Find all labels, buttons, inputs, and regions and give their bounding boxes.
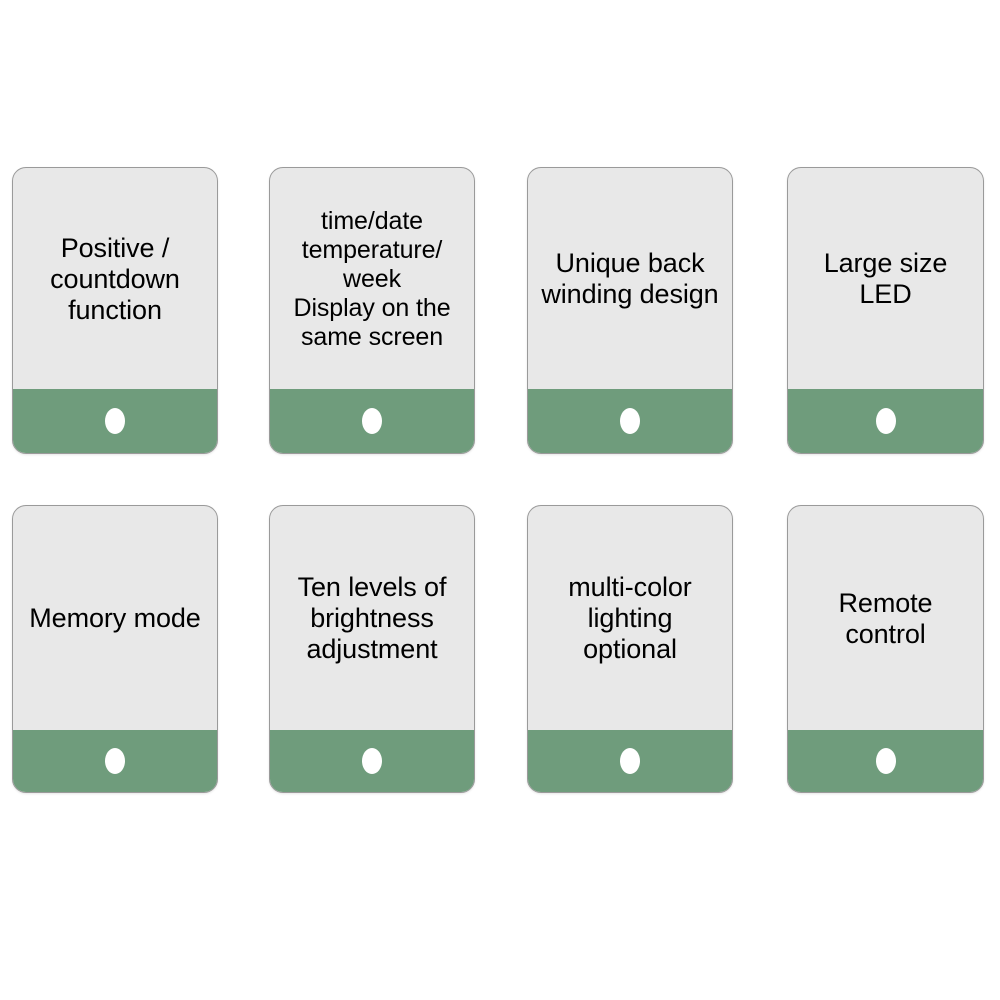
- feature-card-remote-control[interactable]: Remote control: [787, 505, 984, 793]
- card-base-band: [788, 389, 983, 453]
- card-label: Memory mode: [29, 603, 201, 633]
- card-label: Remote control: [838, 587, 933, 649]
- feature-card-ten-levels-of-brightness-adjustment[interactable]: Ten levels of brightness adjustment: [269, 505, 475, 793]
- camera-dot-icon: [620, 408, 640, 434]
- card-label: time/date temperature/ week Display on t…: [293, 206, 451, 351]
- card-base-band: [13, 730, 217, 792]
- feature-card-unique-back-winding-design[interactable]: Unique back winding design: [527, 167, 733, 454]
- card-screen: Positive / countdown function: [13, 168, 217, 390]
- card-base-band: [788, 730, 983, 792]
- card-label: Ten levels of brightness adjustment: [297, 572, 447, 664]
- card-label: Positive / countdown function: [50, 232, 180, 325]
- camera-dot-icon: [620, 748, 640, 774]
- card-screen: Unique back winding design: [528, 168, 732, 390]
- card-screen: Large size LED: [788, 168, 983, 390]
- card-base-band: [528, 389, 732, 453]
- camera-dot-icon: [362, 748, 382, 774]
- card-screen: multi-color lighting optional: [528, 506, 732, 731]
- camera-dot-icon: [362, 408, 382, 434]
- camera-dot-icon: [875, 408, 896, 434]
- card-label: multi-color lighting optional: [568, 572, 692, 664]
- card-label: Large size LED: [823, 248, 948, 309]
- card-screen: time/date temperature/ week Display on t…: [270, 168, 474, 390]
- feature-card-memory-mode[interactable]: Memory mode: [12, 505, 218, 793]
- card-base-band: [270, 389, 474, 453]
- card-base-band: [13, 389, 217, 453]
- card-label: Unique back winding design: [541, 248, 719, 309]
- camera-dot-icon: [105, 748, 125, 774]
- feature-card-positive-countdown-function[interactable]: Positive / countdown function: [12, 167, 218, 454]
- card-screen: Ten levels of brightness adjustment: [270, 506, 474, 731]
- feature-card-multi-color-lighting-optional[interactable]: multi-color lighting optional: [527, 505, 733, 793]
- card-base-band: [270, 730, 474, 792]
- feature-card-large-size-led[interactable]: Large size LED: [787, 167, 984, 454]
- camera-dot-icon: [105, 408, 125, 434]
- card-screen: Memory mode: [13, 506, 217, 731]
- card-base-band: [528, 730, 732, 792]
- camera-dot-icon: [875, 748, 896, 774]
- card-screen: Remote control: [788, 506, 983, 731]
- feature-card-time-date-temperature-week[interactable]: time/date temperature/ week Display on t…: [269, 167, 475, 454]
